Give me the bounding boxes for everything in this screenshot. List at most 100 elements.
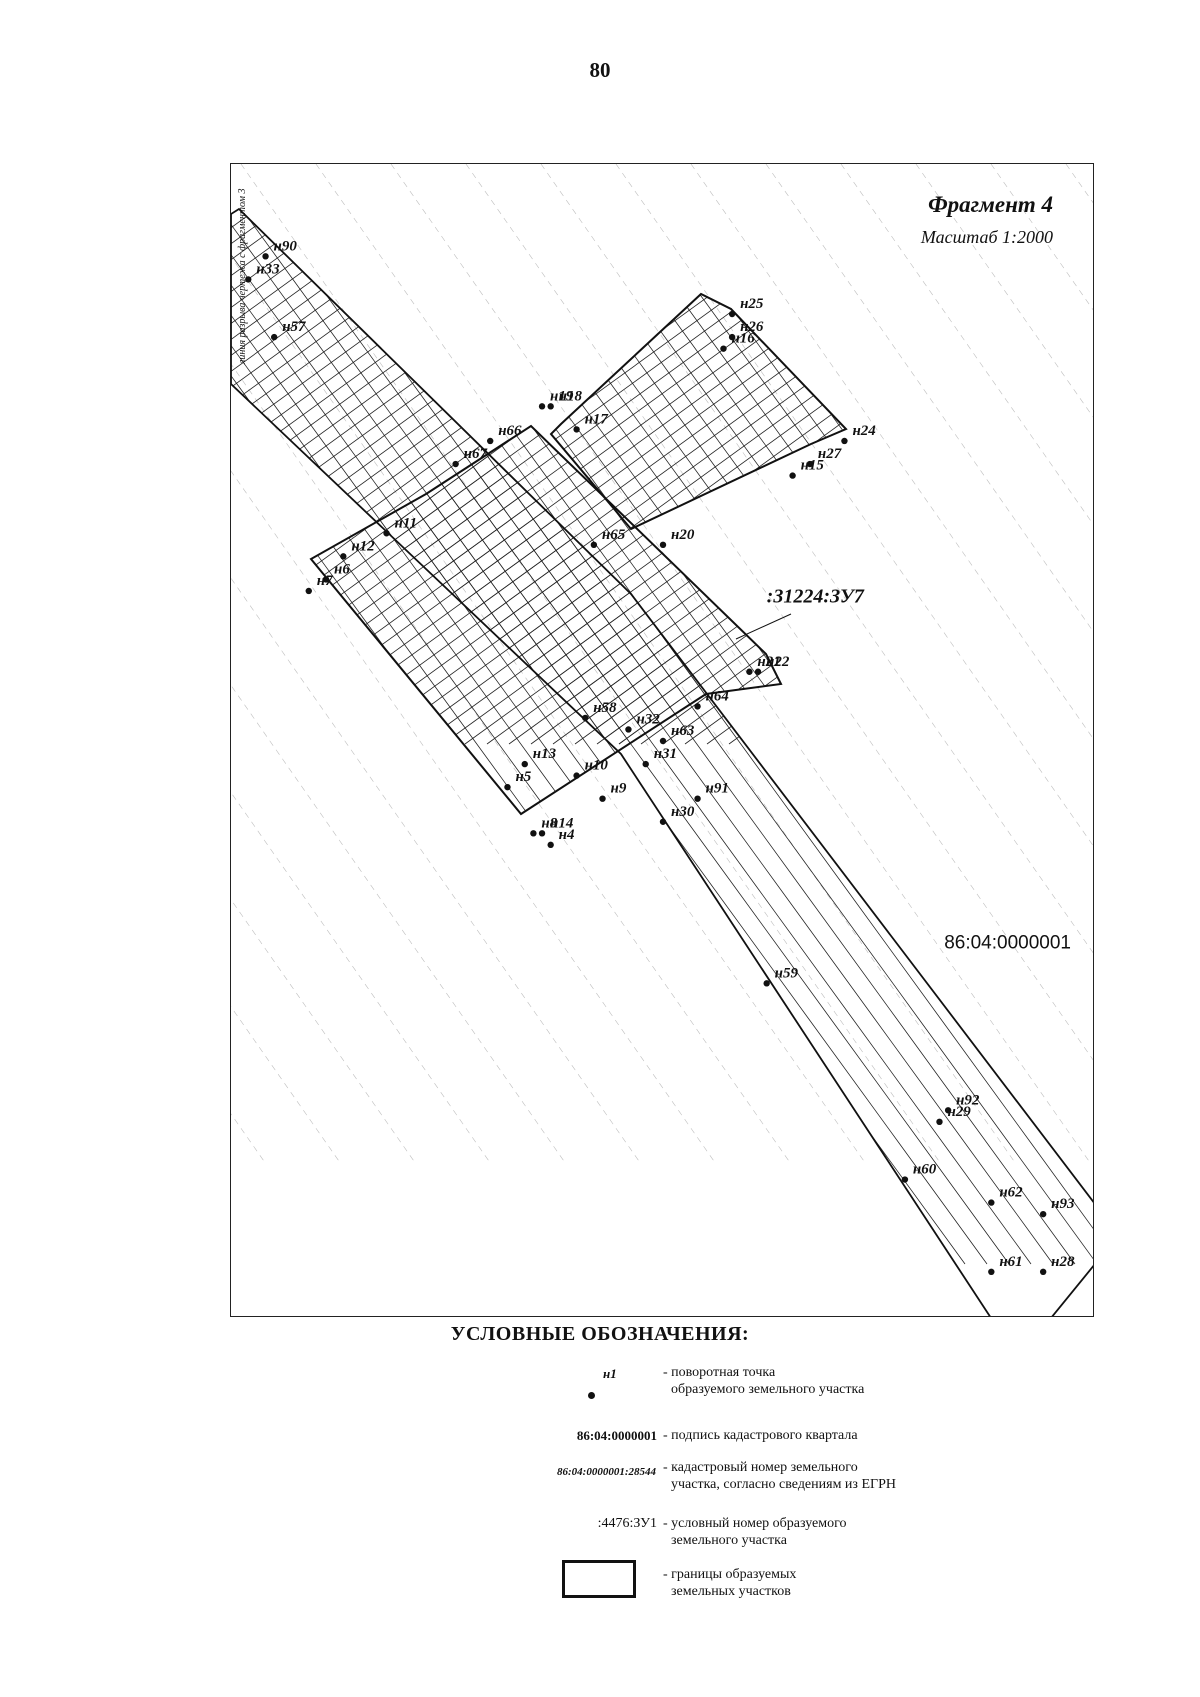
hatch-line (315, 164, 1017, 1165)
quarter-label: 86:04:0000001 (944, 933, 1071, 954)
hatch-line (615, 164, 1093, 846)
point-label: н93 (1051, 1196, 1075, 1212)
turning-point (936, 1118, 943, 1126)
point-label: н18 (559, 388, 583, 404)
legend-point-text-2: образуемого земельного участка (671, 1382, 865, 1397)
point-label: н10 (585, 758, 609, 774)
turning-point (789, 472, 796, 479)
legend-boundary-text-2: земельных участков (671, 1584, 791, 1599)
cadastral-map: н90н33н57н25н26н16н19н18н17н66н67н24н27н… (231, 164, 1093, 1316)
scale-label: Масштаб 1:2000 (920, 227, 1053, 247)
turning-point (1039, 1268, 1047, 1276)
turning-point (806, 460, 814, 468)
point-label: н15 (801, 458, 825, 474)
point-label: н25 (740, 296, 764, 312)
point-label: н63 (671, 723, 695, 739)
hatch-line (840, 164, 1093, 525)
turning-point (642, 760, 649, 768)
turning-point (659, 737, 667, 745)
turning-point (547, 403, 554, 410)
point-label: н19 (550, 388, 574, 404)
legend-boundary-box-icon (562, 1560, 636, 1598)
point-label: н57 (282, 319, 306, 335)
legend-point-symbol-label: н1 (603, 1366, 617, 1381)
point-label: н27 (818, 446, 842, 462)
hatch-line (231, 684, 567, 1165)
turning-point (262, 253, 269, 260)
point-label: н7 (317, 573, 333, 589)
point-label: н92 (956, 1092, 980, 1108)
hatch-line (915, 164, 1093, 418)
legend-point-dot-icon (588, 1392, 595, 1399)
fragment-title: Фрагмент 4 (928, 192, 1053, 217)
point-label: н11 (395, 515, 418, 531)
point-label: н90 (274, 238, 298, 254)
point-label: н59 (775, 965, 799, 981)
turning-point (582, 714, 589, 722)
turning-point (530, 830, 537, 837)
central-parcel-boundary (309, 424, 783, 816)
point-label: н29 (947, 1104, 971, 1120)
point-label: н26 (740, 319, 764, 335)
point-label: н91 (706, 781, 729, 797)
point-label: н20 (671, 527, 695, 543)
hatch-line (1065, 164, 1093, 204)
turning-point (271, 333, 278, 341)
legend-cadnum-text-1: - кадастровый номер земельного (663, 1460, 858, 1475)
turning-point (599, 795, 606, 802)
turning-point (625, 726, 632, 733)
turning-point (728, 333, 736, 341)
point-label: н5 (515, 769, 531, 785)
turning-point (841, 437, 848, 445)
hatch-line (231, 899, 417, 1165)
turning-point (694, 795, 701, 802)
hatch-line (765, 164, 1093, 632)
legend-condnum-text-1: - условный номер образуемого (663, 1516, 847, 1531)
legend-item-condnum: - условный номер образуемого земельного … (663, 1515, 847, 1549)
legend-quarter-text: - подпись кадастрового квартала (663, 1428, 858, 1443)
turning-point (573, 426, 580, 433)
turning-point (944, 1107, 952, 1114)
point-label: н58 (593, 700, 617, 716)
hatch-line (240, 164, 942, 1165)
legend-item-quarter: - подпись кадастрового квартала (663, 1427, 858, 1444)
point-label: н12 (351, 538, 375, 554)
point-label: н13 (533, 746, 557, 762)
point-label: н30 (671, 804, 695, 820)
point-label: н61 (999, 1254, 1022, 1270)
point-label: н17 (585, 411, 609, 427)
legend-title: УСЛОВНЫЕ ОБОЗНАЧЕНИЯ: (450, 1323, 750, 1345)
legend-item-point: - поворотная точка образуемого земельног… (663, 1364, 864, 1398)
legend-cadnum-symbol: 86:04:0000001:28544 (557, 1466, 656, 1478)
hatch-line (540, 164, 1093, 954)
hatch-line (990, 164, 1093, 311)
corridor-boundary (231, 207, 1093, 1316)
parcel-label: :31224:ЗУ7 (767, 586, 865, 608)
upper-parcel-boundary (549, 292, 848, 531)
point-label: н64 (706, 688, 730, 704)
point-label: н60 (913, 1162, 937, 1178)
turning-point (504, 783, 511, 791)
point-label: н4 (559, 827, 575, 843)
turning-point (322, 576, 330, 583)
parcel-label-leader (735, 613, 792, 640)
turning-point (754, 668, 762, 675)
turning-point (746, 668, 753, 675)
hatch-line (231, 792, 492, 1165)
point-label: н16 (731, 331, 755, 347)
hatch-line (390, 164, 1092, 1165)
turning-point (720, 345, 727, 352)
legend-boundary-text-1: - границы образуемых (663, 1567, 797, 1582)
turning-point (383, 530, 390, 537)
point-label: н22 (766, 654, 790, 670)
point-label: н6 (334, 561, 350, 577)
turning-point (763, 980, 770, 987)
turning-point (538, 403, 546, 410)
hatch-line (465, 164, 1093, 1061)
turning-point (988, 1199, 995, 1206)
point-label: н8 (541, 815, 557, 831)
point-label: н28 (1051, 1254, 1075, 1270)
point-label: н9 (611, 781, 627, 797)
hatch-line (231, 256, 867, 1165)
point-label: н65 (602, 527, 626, 543)
